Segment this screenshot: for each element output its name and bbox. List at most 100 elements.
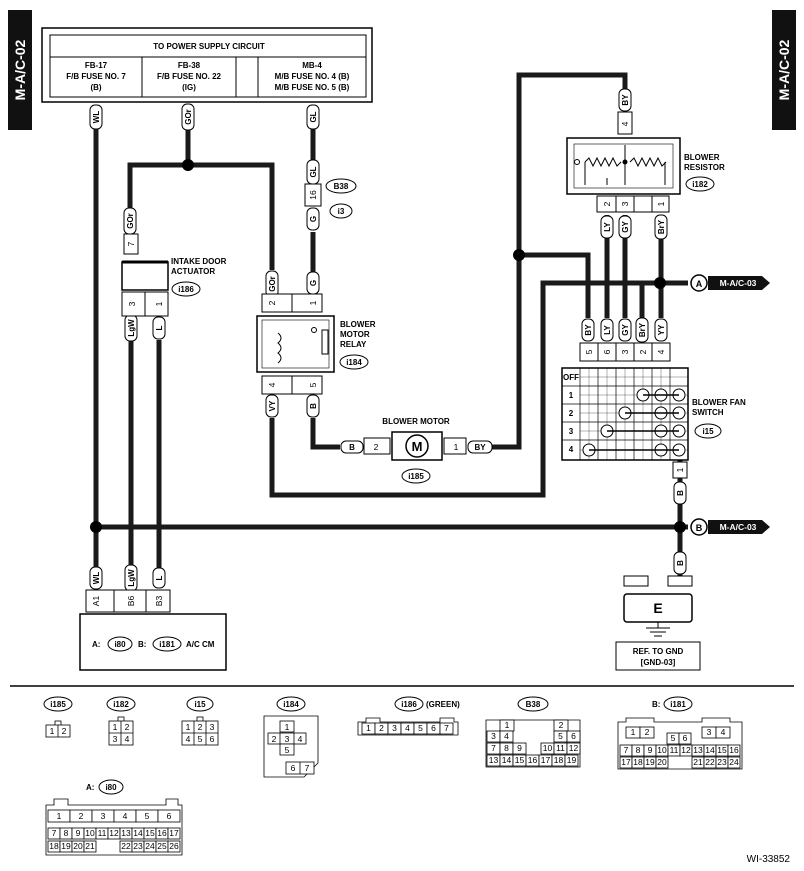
wire-labels: WL GOr GL GOr GL G GOr G LgW L VY B B BY… <box>89 88 687 592</box>
legend-i80-pin-18: 18 <box>49 841 59 851</box>
figure-id: WI-33852 <box>747 854 791 865</box>
power-supply-box: TO POWER SUPPLY CIRCUIT FB-17 F/B FUSE N… <box>41 27 373 103</box>
wires <box>93 72 688 576</box>
switch-pin-1: 1 <box>675 467 685 472</box>
left-tab-label: M-A/C-02 <box>12 39 28 100</box>
wire-label-lgw-acm: LgW <box>127 569 136 587</box>
wire-label-yy-switch: YY <box>657 324 666 335</box>
wire-label-wl-acm: WL <box>92 572 101 585</box>
legend-i80-pin-5: 5 <box>145 811 150 821</box>
legend-i186-pin-5: 5 <box>418 723 423 733</box>
relay-label-line1: BLOWER <box>340 320 376 329</box>
legend-i80-pin-20: 20 <box>73 841 83 851</box>
resistor-pin-3: 3 <box>620 201 630 206</box>
legend-i80-pin-7: 7 <box>52 828 57 838</box>
legend-b38-code: B38 <box>526 700 541 709</box>
wire-label-by-switch: BY <box>584 324 593 336</box>
legend-i186-pin-3: 3 <box>392 723 397 733</box>
ref-a: A M-A/C-03 <box>690 274 770 292</box>
fan-switch-label-line1: BLOWER FAN <box>692 398 746 407</box>
intake-door-actuator: 7 3 1 INTAKE DOOR ACTUATOR i186 <box>121 233 227 317</box>
blower-resistor: 4 2 3 1 BLOWER RESISTOR i182 <box>566 111 725 213</box>
legend-i181-pin-16: 16 <box>729 745 739 755</box>
power-col3-line2: M/B FUSE NO. 4 (B) <box>275 72 350 81</box>
legend-i15-pin-5: 5 <box>198 734 203 744</box>
actuator-pin-3: 3 <box>127 301 137 306</box>
blower-motor-label: BLOWER MOTOR <box>382 417 450 426</box>
legend-i185: i185 1 2 <box>43 696 73 738</box>
i185-code: i185 <box>408 472 424 481</box>
i15-code: i15 <box>702 427 714 436</box>
wire-label-gy-resistor: GY <box>621 221 630 233</box>
ref-b-letter: B <box>696 523 703 533</box>
wire-label-g-relay: G <box>309 280 318 286</box>
intake-label-line2: ACTUATOR <box>171 267 215 276</box>
legend-i184-pin-1: 1 <box>285 722 290 732</box>
motor-symbol: M <box>412 439 423 454</box>
legend-i80-pin-14: 14 <box>133 828 143 838</box>
wire-label-b-motor: B <box>349 443 355 452</box>
switch-row-3: 3 <box>569 427 574 436</box>
legend-i181-pin-20: 20 <box>657 757 667 767</box>
legend-i184-pin-4: 4 <box>298 734 303 744</box>
legend-i184-pin-7: 7 <box>305 763 310 773</box>
acm-i181-code: i181 <box>159 640 175 649</box>
legend-i185-pin-1: 1 <box>50 726 55 736</box>
legend-i15: i15 1 2 3 4 5 6 <box>181 696 219 746</box>
legend-i182-pin-3: 3 <box>113 734 118 744</box>
fan-switch-label-line2: SWITCH <box>692 408 724 417</box>
switch-pin-6: 6 <box>602 349 612 354</box>
wire-label-bry-switch: BrY <box>638 322 647 337</box>
legend-i186-pin-1: 1 <box>366 723 371 733</box>
legend-i184-code: i184 <box>283 700 299 709</box>
wire-label-g-b38: G <box>309 216 318 222</box>
legend-i15-pin-6: 6 <box>210 734 215 744</box>
legend-b38-pin-11: 11 <box>556 743 565 753</box>
legend-i186-note: (GREEN) <box>426 700 460 709</box>
legend-i80-pin-13: 13 <box>121 828 131 838</box>
legend-i15-code: i15 <box>194 700 206 709</box>
wire-label-gl-b38: GL <box>309 166 318 177</box>
legend-i80-pin-26: 26 <box>169 841 179 851</box>
legend-i181-pin-10: 10 <box>657 745 667 755</box>
legend-i181-pin-9: 9 <box>648 745 653 755</box>
legend-i181-pin-2: 2 <box>645 727 650 737</box>
legend-i80-pin-3: 3 <box>101 811 106 821</box>
legend-i15-pin-3: 3 <box>210 722 215 732</box>
legend-b38-pin-4: 4 <box>504 731 509 741</box>
legend-i184: i184 1 2 3 4 5 6 7 <box>263 696 319 778</box>
actuator-pin-7: 7 <box>126 241 136 246</box>
legend-i186-code: i186 <box>401 700 417 709</box>
motor-pin-2: 2 <box>374 442 379 452</box>
switch-pin-4: 4 <box>656 349 666 354</box>
relay-pin-4: 4 <box>267 382 277 387</box>
legend-i181-pin-12: 12 <box>681 745 691 755</box>
switch-pin-3: 3 <box>620 349 630 354</box>
legend-i15-pin-4: 4 <box>186 734 191 744</box>
legend-i181-pin-7: 7 <box>624 745 629 755</box>
legend-i181-pin-1: 1 <box>631 727 636 737</box>
legend-i181-pin-24: 24 <box>729 757 739 767</box>
legend-i182-pin-2: 2 <box>125 722 130 732</box>
legend-i181-pin-11: 11 <box>670 745 679 755</box>
acm-pin-b6: B6 <box>126 596 136 607</box>
power-col1-line1: FB-17 <box>85 61 108 70</box>
power-col2-line2: F/B FUSE NO. 22 <box>157 72 222 81</box>
i182-code: i182 <box>692 180 708 189</box>
power-col1-line2: F/B FUSE NO. 7 <box>66 72 126 81</box>
legend-i182-code: i182 <box>113 700 129 709</box>
legend-i182: i182 1 2 3 4 <box>106 696 136 746</box>
wire-label-b-ground: B <box>676 560 685 566</box>
wire-label-wl-top: WL <box>92 111 101 124</box>
power-box-title: TO POWER SUPPLY CIRCUIT <box>153 42 265 51</box>
legend-b38-pin-9: 9 <box>517 743 522 753</box>
ref-a-target: M-A/C-03 <box>720 278 757 288</box>
power-col1-line3: (B) <box>90 83 101 92</box>
legend-i184-pin-6: 6 <box>291 763 296 773</box>
right-tab-label: M-A/C-02 <box>776 39 792 100</box>
intake-label-line1: INTAKE DOOR <box>171 257 227 266</box>
legend-i80-pin-21: 21 <box>85 841 95 851</box>
